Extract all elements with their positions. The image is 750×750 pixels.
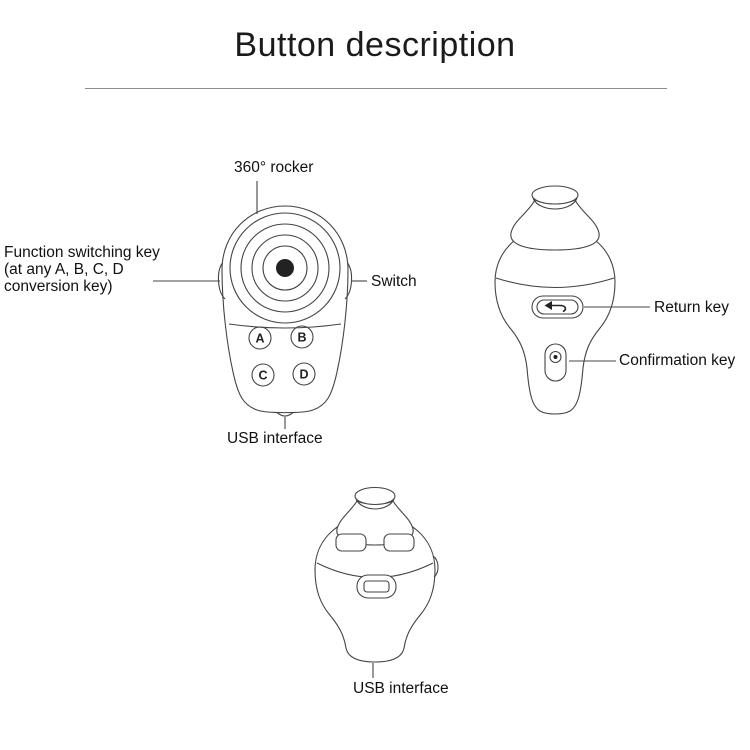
button-d-label: D bbox=[299, 368, 308, 382]
button-c: C bbox=[251, 363, 275, 387]
bottom-right-shoulder-button bbox=[383, 533, 415, 552]
rocker-rings bbox=[229, 212, 341, 324]
bottom-side-key-bump bbox=[432, 555, 439, 578]
side-rocker-cap-underside bbox=[532, 197, 578, 210]
back-arrow-icon bbox=[544, 301, 567, 313]
bottom-left-shoulder-button bbox=[335, 533, 367, 552]
confirmation-key bbox=[544, 343, 567, 382]
function-key-label-line1: Function switching key bbox=[4, 244, 160, 261]
return-key bbox=[531, 295, 584, 319]
function-key-label-line2: (at any A, B, C, D bbox=[4, 261, 124, 278]
confirmation-key-dot bbox=[553, 355, 558, 359]
rocker-center-dot bbox=[276, 259, 294, 277]
page-title: Button description bbox=[234, 26, 516, 64]
function-key-label-line3: conversion key) bbox=[4, 278, 113, 295]
return-key-label: Return key bbox=[654, 299, 729, 316]
button-b: B bbox=[290, 325, 314, 349]
button-d: D bbox=[292, 362, 316, 386]
rocker-label: 360° rocker bbox=[234, 159, 314, 176]
side-view-diagram bbox=[494, 185, 616, 415]
bottom-rocker-cap bbox=[354, 486, 396, 506]
front-seam-line bbox=[228, 323, 342, 329]
front-body-outline bbox=[221, 205, 349, 414]
front-usb-label: USB interface bbox=[227, 430, 323, 447]
front-view-diagram: A B C D bbox=[217, 205, 353, 417]
front-usb-notch bbox=[276, 412, 294, 417]
side-rocker-skirt bbox=[510, 199, 600, 251]
confirmation-key-label: Confirmation key bbox=[619, 352, 736, 369]
switch-label: Switch bbox=[371, 273, 417, 290]
bottom-rocker-cap-underside bbox=[355, 498, 395, 510]
side-body-outline bbox=[494, 226, 616, 415]
button-b-label: B bbox=[297, 331, 306, 345]
button-a: A bbox=[248, 326, 272, 350]
button-c-label: C bbox=[258, 369, 267, 383]
button-a-label: A bbox=[255, 332, 264, 346]
function-key-label: Function switching key (at any A, B, C, … bbox=[4, 244, 160, 295]
side-seam-line bbox=[495, 277, 615, 289]
title-divider bbox=[85, 88, 667, 89]
side-rocker-cap bbox=[531, 185, 579, 205]
bottom-usb-label: USB interface bbox=[353, 680, 449, 697]
usb-port bbox=[356, 574, 397, 599]
leader-lines bbox=[153, 181, 650, 678]
bottom-view-diagram bbox=[314, 486, 439, 663]
